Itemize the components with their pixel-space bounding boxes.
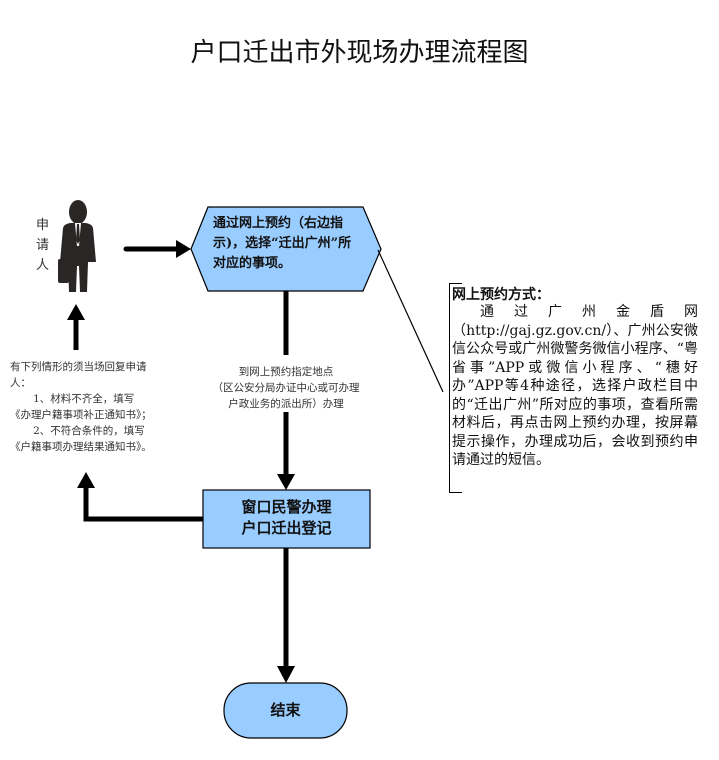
transition-line: （区公安分局办证中心或可办理 <box>212 382 360 394</box>
return-arrow <box>83 486 203 522</box>
rejection-note: 有下列情形的须当场回复申请人： 1、材料不齐全，填写《办理户籍事项补正通知书》；… <box>10 359 152 455</box>
transition-line: 到网上预约指定地点 <box>238 366 334 378</box>
online-note-title: 网上预约方式： <box>452 287 550 303</box>
step2-line: 户口迁出登记 <box>241 519 332 537</box>
online-note-bracket <box>449 283 702 493</box>
bracket-bottom <box>450 492 462 493</box>
rejection-item: 1、材料不齐全，填写《办理户籍事项补正通知书》； <box>10 393 152 421</box>
step2-line: 窗口民警办理 <box>241 498 332 516</box>
bracket-top <box>450 283 462 284</box>
rejection-intro: 有下列情形的须当场回复申请人： <box>10 361 147 389</box>
step1-text: 通过网上预约（右边指示)，选择“迁出广州”所对应的事项。 <box>213 216 352 271</box>
step1-node <box>190 206 382 292</box>
online-note-body: 通过广州金盾网（http://gaj.gz.gov.cn/）、广州公安微信公众号… <box>452 304 698 468</box>
step2-text: 窗口民警办理 户口迁出登记 <box>203 497 370 539</box>
end-node <box>223 682 348 739</box>
transition-text: 到网上预约指定地点 （区公安分局办证中心或可办理 户政业务的派出所）办理 <box>200 364 372 412</box>
note-connector <box>377 249 444 393</box>
page-title: 户口迁出市外现场办理流程图 <box>190 38 529 68</box>
applicant-label: 申请人 <box>36 218 50 273</box>
rejection-item: 2、不符合条件的，填写《户籍事项办理结果通知书》。 <box>10 425 152 453</box>
end-text: 结束 <box>270 701 301 719</box>
businessman-icon <box>58 200 96 292</box>
transition-line: 户政业务的派出所）办理 <box>228 398 344 410</box>
